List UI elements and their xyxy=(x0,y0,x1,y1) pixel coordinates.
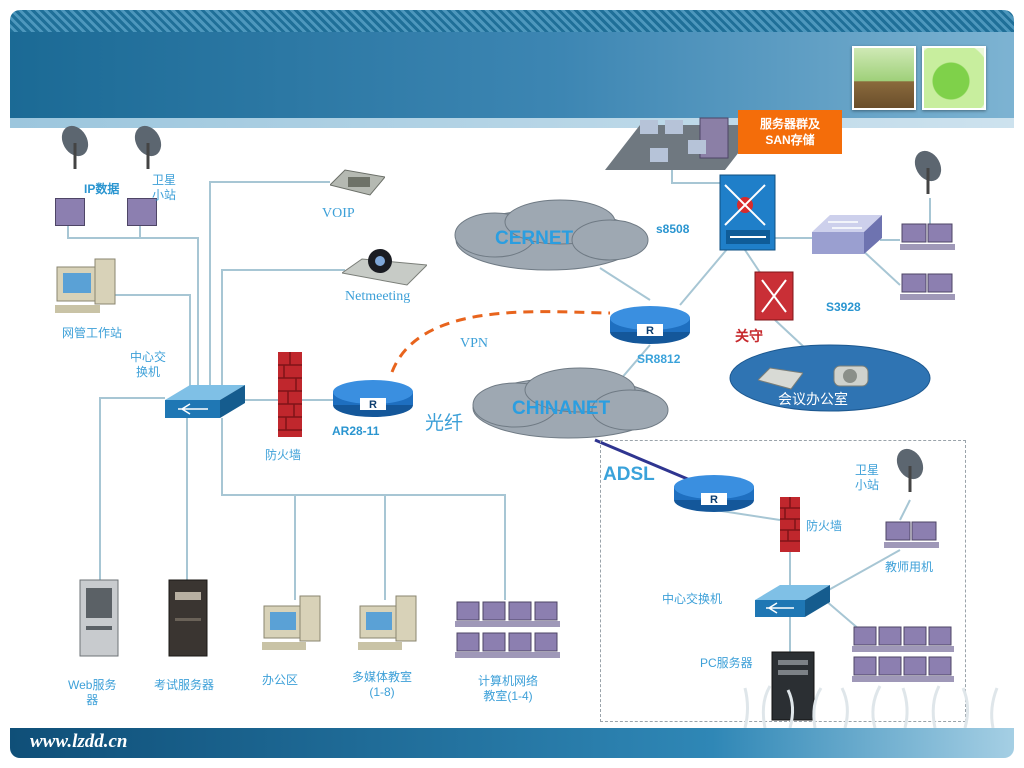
chinanet-label: CHINANET xyxy=(512,398,611,419)
firewall-right-label: 防火墙 xyxy=(806,519,843,533)
netmeeting-label: Netmeeting xyxy=(345,289,411,304)
pc-icon xyxy=(55,198,85,226)
teacher-pc-icon xyxy=(884,520,939,550)
cernet-label: CERNET xyxy=(495,228,574,249)
pc-group-icon xyxy=(900,222,955,252)
remote-campus-region xyxy=(600,440,966,722)
s3928-label: S3928 xyxy=(826,300,861,314)
site-url-link[interactable]: www.lzdd.cn xyxy=(30,731,128,752)
web-server-icon xyxy=(78,578,120,658)
meeting-room-label: 会议办公室 xyxy=(778,391,848,407)
phone-icon xyxy=(757,365,804,390)
fiber-label: 光纤 xyxy=(425,413,464,434)
header-banner xyxy=(10,32,1014,118)
pc-icon xyxy=(127,198,157,226)
leaf-image xyxy=(922,46,986,110)
server-group-label: 服务器群及 SAN存储 xyxy=(738,110,842,154)
router-sr8812-icon: R xyxy=(610,306,690,344)
voip-label: VOIP xyxy=(322,206,355,221)
ip-data-label: IP数据 xyxy=(84,182,120,196)
header-stripe xyxy=(10,10,1014,32)
firewall-icon xyxy=(278,352,302,437)
mgmt-pc-icon xyxy=(55,255,117,317)
svg-text:R: R xyxy=(710,494,718,506)
svg-text:R: R xyxy=(369,399,377,411)
computer-lab-label: 计算机网络教室(1-4) xyxy=(478,674,539,703)
chinanet-cloud-icon xyxy=(472,367,669,439)
grass-decoration xyxy=(743,685,999,729)
svg-text:R: R xyxy=(646,325,654,337)
server-group-icon xyxy=(605,117,760,170)
camera-icon xyxy=(340,245,429,290)
multimedia-pc-icon xyxy=(358,592,418,654)
router-adsl-icon: R xyxy=(674,475,754,512)
office-pc-icon xyxy=(262,592,322,654)
pc-server-label: PC服务器 xyxy=(700,656,753,670)
sprout-image xyxy=(852,46,916,110)
gateway-label: 关守 xyxy=(735,328,763,344)
teacher-pc-label: 教师用机 xyxy=(885,560,934,574)
connection-lines xyxy=(67,160,931,652)
center-switch-label: 中心交换机 xyxy=(130,350,167,379)
vpn-line xyxy=(390,310,611,373)
center-switch-right-label: 中心交换机 xyxy=(662,592,723,606)
computer-lab-icon xyxy=(455,600,560,662)
center-switch-icon xyxy=(165,385,245,418)
s8508-label: s8508 xyxy=(656,222,690,236)
web-server-label: Web服务器 xyxy=(68,678,117,707)
s8508-core-switch-icon xyxy=(719,174,776,251)
cernet-cloud-icon xyxy=(454,199,649,271)
satellite-dish-icon xyxy=(890,448,930,493)
s3928-switch-icon xyxy=(812,215,882,254)
ar28-label: AR28-11 xyxy=(332,424,380,438)
firewall-label: 防火墙 xyxy=(265,448,302,462)
adsl-line xyxy=(594,438,691,482)
meeting-room-oval xyxy=(729,344,931,412)
multimedia-label: 多媒体教室(1-8) xyxy=(352,670,413,699)
vpn-label: VPN xyxy=(460,336,489,351)
pc-group-icon xyxy=(900,272,955,302)
satellite-dish-icon xyxy=(128,125,168,170)
router-ar28-icon: R xyxy=(333,380,413,417)
adsl-label: ADSL xyxy=(603,464,655,485)
gateway-icon xyxy=(754,271,794,321)
exam-server-icon xyxy=(167,578,209,658)
satellite-left-label: 卫星小站 xyxy=(152,173,177,202)
phone-icon xyxy=(329,165,386,200)
satellite-dish-icon xyxy=(908,150,948,195)
exam-server-label: 考试服务器 xyxy=(154,678,215,692)
lab-pc-group-icon xyxy=(852,625,954,685)
firewall-right-icon xyxy=(780,497,800,552)
header-rule xyxy=(10,118,1014,128)
office-label: 办公区 xyxy=(262,673,299,687)
mgmt-station-label: 网管工作站 xyxy=(62,326,123,340)
satellite-right-label: 卫星小站 xyxy=(855,463,880,492)
center-switch-right-icon xyxy=(755,585,830,617)
footer-bar xyxy=(10,728,1014,758)
sr8812-label: SR8812 xyxy=(637,352,681,366)
satellite-dish-icon xyxy=(55,125,95,170)
camera-icon xyxy=(830,358,875,390)
